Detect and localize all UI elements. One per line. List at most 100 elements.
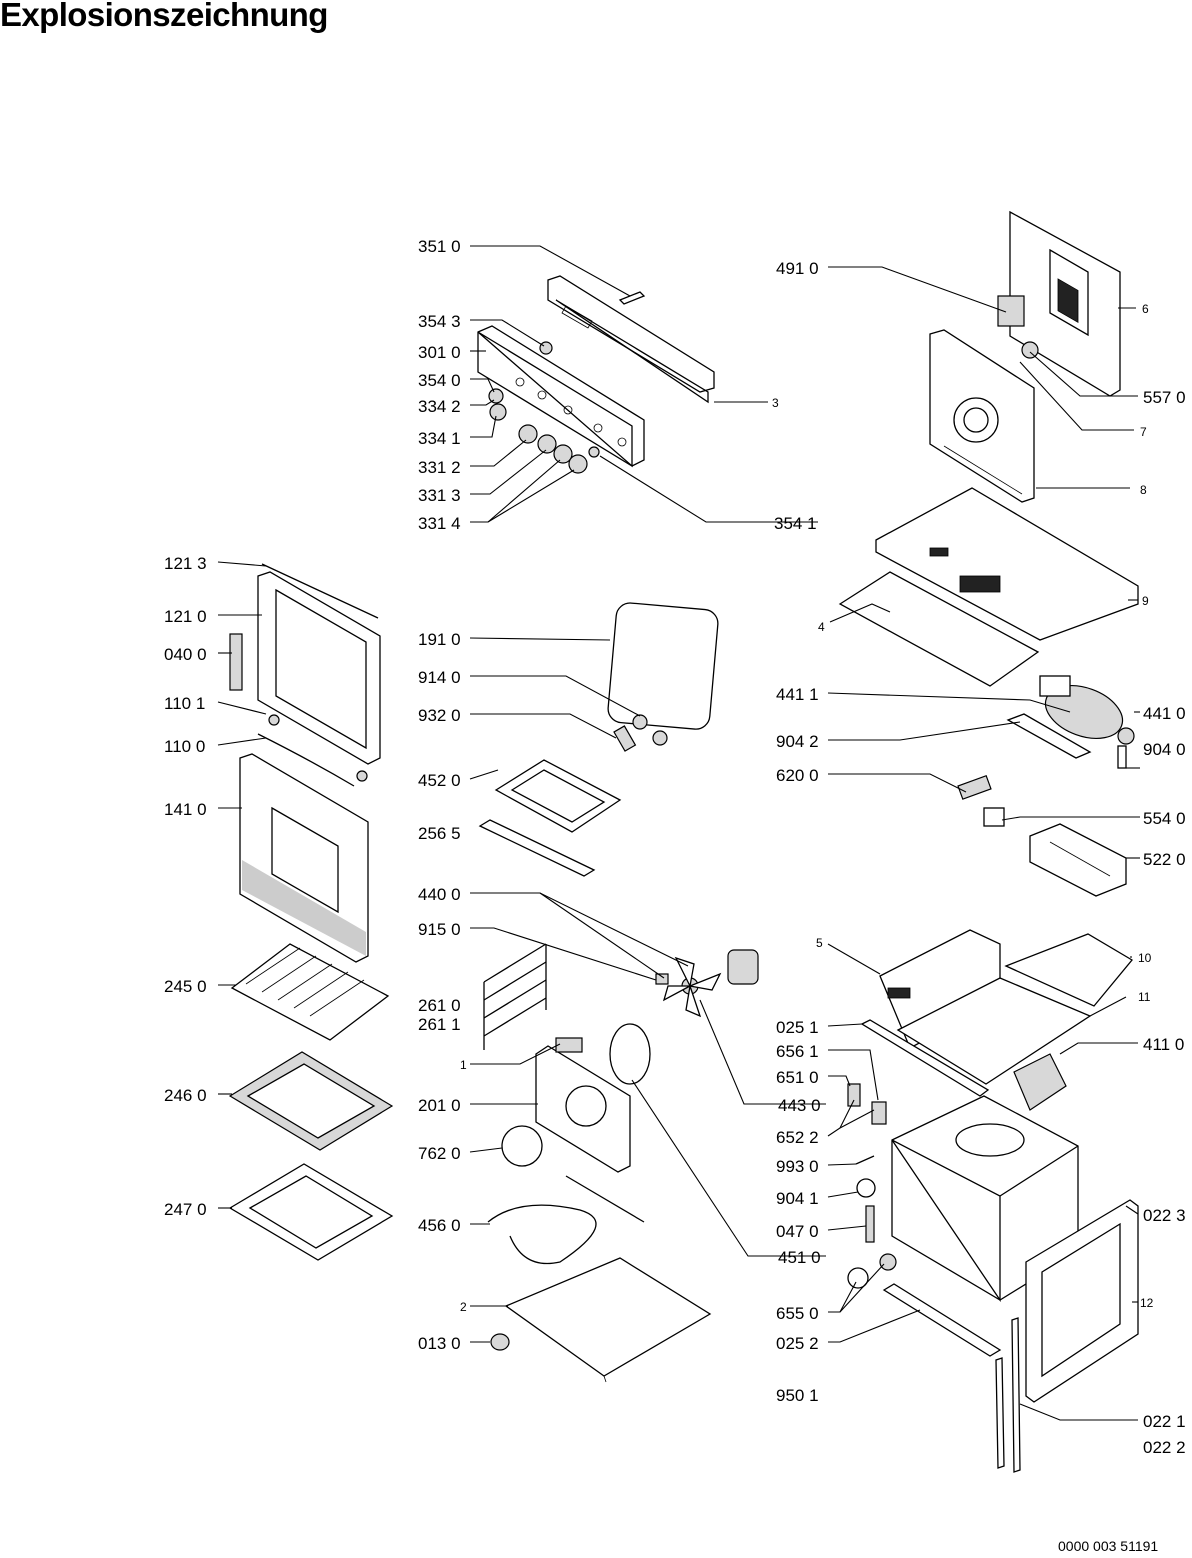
callout-201-0: 201 0	[418, 1096, 461, 1115]
callout-491-0: 491 0	[776, 259, 819, 278]
callout-141-0: 141 0	[164, 800, 207, 819]
control-panel-part	[477, 325, 645, 468]
callout-452-0: 452 0	[418, 771, 461, 790]
fan-box-411-part	[1013, 1053, 1067, 1111]
callout-121-0: 121 0	[164, 607, 207, 626]
drip-tray-part	[228, 1163, 394, 1261]
lamp-cover-914-part-2	[652, 730, 668, 746]
lamp-cover-914-part	[632, 714, 648, 730]
callout-246-0: 246 0	[164, 1086, 207, 1105]
handle-support-part-2	[356, 770, 368, 782]
door-hinge-part	[229, 633, 243, 691]
callout-num-3: 3	[772, 396, 779, 410]
rear-wall-part	[929, 329, 1035, 503]
callout-191-0: 191 0	[418, 630, 461, 649]
oven-rack-part	[230, 943, 390, 1041]
pin-351-part	[618, 291, 646, 305]
callout-num-9: 9	[1142, 594, 1149, 608]
callout-110-1: 110 1	[164, 694, 205, 713]
nut-915-part	[655, 973, 669, 985]
callout-num-1: 1	[460, 1058, 467, 1072]
callout-904-2: 904 2	[776, 732, 819, 751]
callout-441-1: 441 1	[776, 685, 819, 704]
callout-num-7: 7	[1140, 425, 1147, 439]
bottom-plate-part	[504, 1257, 712, 1383]
callout-331-4: 331 4	[418, 514, 461, 533]
heater-rod-part	[565, 1175, 645, 1223]
callout-451-0: 451 0	[778, 1248, 821, 1267]
callout-num-5: 5	[816, 936, 823, 950]
callout-047-0: 047 0	[776, 1222, 819, 1241]
callout-440-0: 440 0	[418, 885, 461, 904]
fan-cover-part	[535, 1045, 631, 1173]
switch-block-part	[1029, 823, 1127, 897]
callout-labels: 351 0 354 3 301 0 354 0 334 2 334 1 331 …	[164, 237, 1186, 1457]
callout-557-0: 557 0	[1143, 388, 1186, 407]
page-title: Explosionszeichnung	[0, 0, 328, 33]
callout-num-4: 4	[818, 620, 825, 634]
callout-354-1: 354 1	[774, 514, 817, 533]
callout-354-3: 354 3	[418, 312, 461, 331]
callout-651-0: 651 0	[776, 1068, 819, 1087]
lamp-ring-part	[501, 1125, 543, 1167]
callout-261-1: 261 1	[418, 1015, 461, 1034]
lamp-656-part	[871, 1101, 887, 1125]
tangential-fan-part	[1039, 675, 1135, 745]
callout-num-8: 8	[1140, 483, 1147, 497]
foot-013-part	[490, 1333, 510, 1351]
callout-354-0: 354 0	[418, 371, 461, 390]
callout-993-0: 993 0	[776, 1157, 819, 1176]
callout-040-0: 040 0	[164, 645, 207, 664]
callout-num-2: 2	[460, 1300, 467, 1314]
callout-334-1: 334 1	[418, 429, 461, 448]
leader-lines	[217, 245, 1140, 1421]
callout-522-0: 522 0	[1143, 850, 1186, 869]
door-seal-part	[607, 602, 719, 730]
knob-904-1-part	[856, 1178, 876, 1198]
callout-554-0: 554 0	[1143, 809, 1186, 828]
callout-620-0: 620 0	[776, 766, 819, 785]
callout-121-3: 121 3	[164, 554, 207, 573]
top-shield-part	[875, 487, 1139, 641]
side-strips-part	[995, 1317, 1021, 1473]
deflector-10-part	[1004, 933, 1133, 1007]
callout-331-3: 331 3	[418, 486, 461, 505]
callout-num-10: 10	[1138, 951, 1152, 965]
document-code: 0000 003 51191	[1058, 1538, 1159, 1554]
callout-025-2: 025 2	[776, 1334, 819, 1353]
callout-441-0: 441 0	[1143, 704, 1186, 723]
callout-022-2: 022 2	[1143, 1438, 1186, 1457]
callout-932-0: 932 0	[418, 706, 461, 725]
hinge-655-part	[847, 1253, 897, 1289]
callout-110-0: 110 0	[164, 737, 205, 756]
upper-heater-part	[494, 759, 622, 833]
circular-heater-part	[609, 1023, 651, 1085]
door-glass-part	[239, 753, 369, 963]
callout-652-2: 652 2	[776, 1128, 819, 1147]
cavity-top-part	[879, 929, 1001, 1049]
lamp-932-part	[613, 725, 637, 752]
callout-411-0: 411 0	[1143, 1035, 1184, 1054]
callout-904-0: 904 0	[1143, 740, 1186, 759]
callout-914-0: 914 0	[418, 668, 461, 687]
fan-motor-part	[727, 949, 759, 985]
callout-443-0: 443 0	[778, 1096, 821, 1115]
insulation-part	[838, 571, 1040, 687]
callout-022-1: 022 1	[1143, 1412, 1186, 1431]
bulb-557-part	[1021, 341, 1039, 359]
callout-245-0: 245 0	[164, 977, 207, 996]
callout-256-5: 256 5	[418, 824, 461, 843]
callout-261-0: 261 0	[418, 996, 461, 1015]
baking-tray-part	[228, 1051, 394, 1151]
callout-656-1: 656 1	[776, 1042, 819, 1061]
switch-554-part	[983, 807, 1005, 827]
callout-247-0: 247 0	[164, 1200, 207, 1219]
callout-num-11: 11	[1138, 990, 1151, 1004]
hinge-047-part	[865, 1205, 875, 1243]
callout-022-3: 022 3	[1143, 1206, 1186, 1225]
callout-950-1: 950 1	[776, 1386, 819, 1405]
callout-655-0: 655 0	[776, 1304, 819, 1323]
front-trim-025-1-part	[860, 1019, 990, 1097]
plug-904-part	[1117, 745, 1127, 769]
